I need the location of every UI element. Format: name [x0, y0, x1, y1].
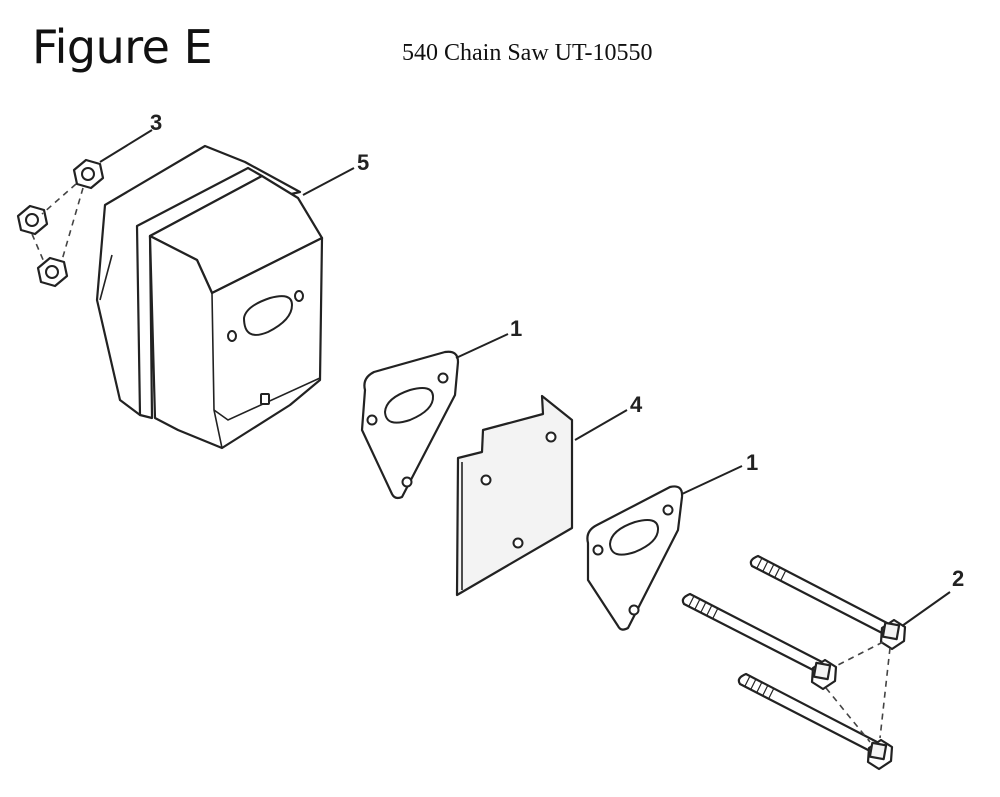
leader-lines [99, 129, 951, 627]
gasket-part-upper [360, 350, 460, 500]
callout-4: 4 [630, 392, 643, 417]
callout-2: 2 [952, 566, 964, 591]
bolt-part [681, 554, 907, 771]
gasket-part-lower [586, 485, 684, 631]
callout-1-lower: 1 [746, 450, 758, 475]
bolt-bottom [737, 672, 894, 771]
nut-bottom [36, 256, 69, 288]
figure-subtitle: 540 Chain Saw UT-10550 [402, 40, 653, 66]
bolt-top [749, 554, 907, 651]
nut-part [16, 158, 105, 288]
callout-3: 3 [150, 110, 162, 135]
plate-part [455, 394, 574, 597]
callout-1-upper: 1 [510, 316, 522, 341]
callout-5: 5 [357, 150, 369, 175]
nut-top [72, 158, 105, 190]
nut-middle [16, 204, 49, 236]
figure-title: Figure E [32, 20, 213, 74]
muffler-part [95, 144, 324, 450]
bolt-middle [681, 592, 838, 691]
